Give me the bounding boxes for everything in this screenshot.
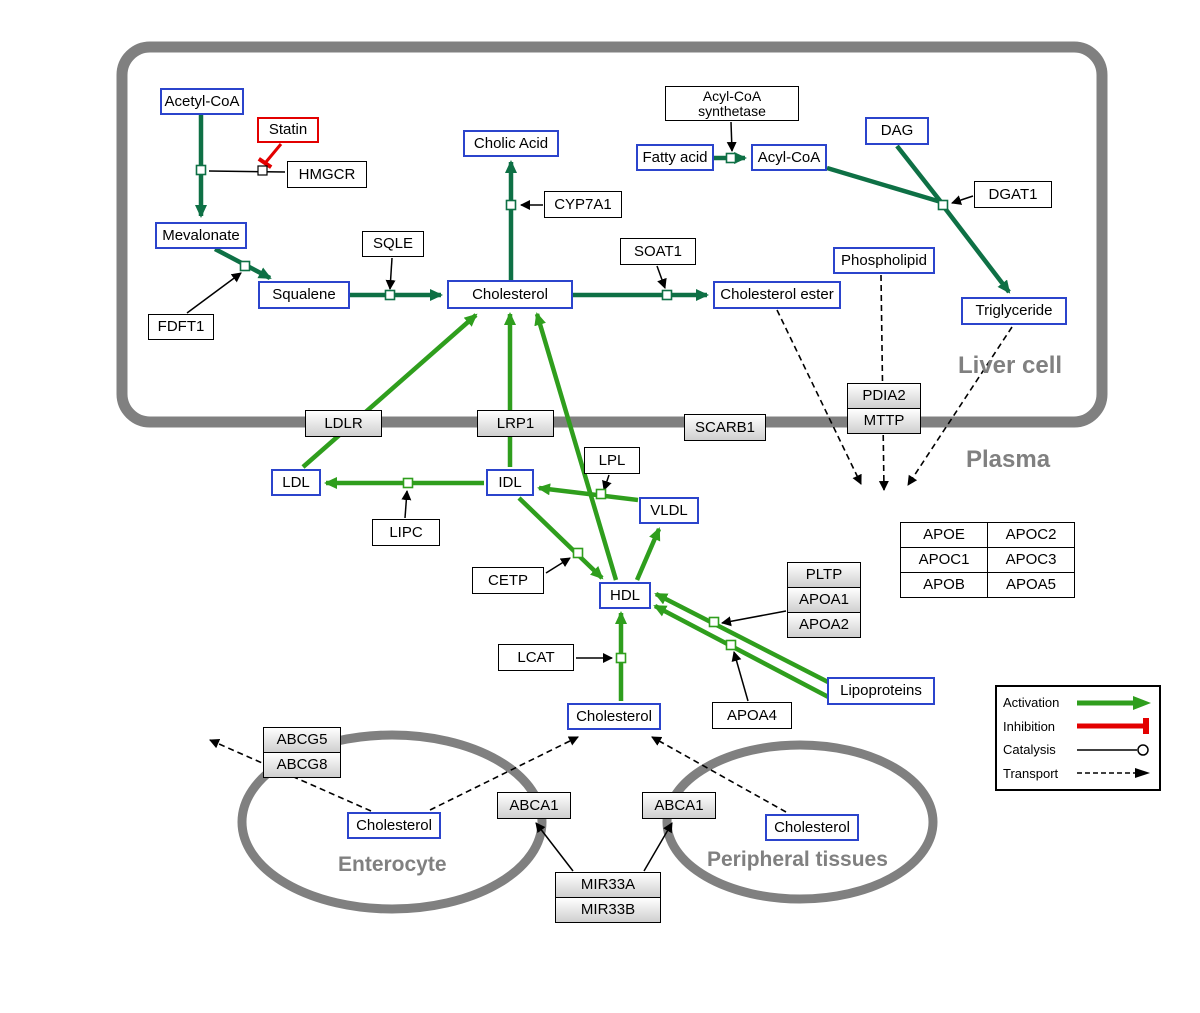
node-abca1-enterocyte[interactable]: ABCA1 <box>497 792 571 819</box>
legend: Activation Inhibition Catalysis Transpor… <box>995 685 1161 791</box>
label-peripheral-tissues: Peripheral tissues <box>707 848 888 871</box>
label-liver-cell: Liver cell <box>958 352 1063 379</box>
node-acetyl-coa[interactable]: Acetyl-CoA <box>160 88 244 115</box>
legend-activation-label: Activation <box>1003 695 1060 711</box>
node-cholesterol-peripheral[interactable]: Cholesterol <box>765 814 859 841</box>
node-lcat[interactable]: LCAT <box>498 644 574 671</box>
node-fatty-acid[interactable]: Fatty acid <box>636 144 714 171</box>
node-apoc1[interactable]: APOC1 <box>900 547 988 573</box>
legend-inhibition-label: Inhibition <box>1003 718 1056 734</box>
node-mir33a[interactable]: MIR33A <box>555 872 661 898</box>
node-hmgcr[interactable]: HMGCR <box>287 161 367 188</box>
legend-row-activation: Activation <box>1003 692 1153 714</box>
catalysis-circle-icon <box>1077 744 1149 756</box>
node-apob[interactable]: APOB <box>900 572 988 598</box>
node-hdl[interactable]: HDL <box>599 582 651 609</box>
node-abcg5[interactable]: ABCG5 <box>263 727 341 753</box>
node-scarb1[interactable]: SCARB1 <box>684 414 766 441</box>
node-ldlr[interactable]: LDLR <box>305 410 382 437</box>
transport-dashed-arrow-icon <box>1077 768 1150 779</box>
legend-row-inhibition: Inhibition <box>1003 715 1153 737</box>
node-apoa5[interactable]: APOA5 <box>987 572 1075 598</box>
node-cholesterol-plasma[interactable]: Cholesterol <box>567 703 661 730</box>
node-lrp1[interactable]: LRP1 <box>477 410 554 437</box>
node-cyp7a1[interactable]: CYP7A1 <box>544 191 622 218</box>
label-enterocyte: Enterocyte <box>338 853 447 876</box>
node-lipc[interactable]: LIPC <box>372 519 440 546</box>
legend-transport-label: Transport <box>1003 765 1059 781</box>
node-sqle[interactable]: SQLE <box>362 231 424 257</box>
node-abcg8[interactable]: ABCG8 <box>263 752 341 778</box>
node-dgat1[interactable]: DGAT1 <box>974 181 1052 208</box>
node-triglyceride[interactable]: Triglyceride <box>961 297 1067 325</box>
label-plasma: Plasma <box>966 446 1051 473</box>
node-idl[interactable]: IDL <box>486 469 534 496</box>
legend-catalysis-label: Catalysis <box>1003 742 1056 758</box>
node-apoa1[interactable]: APOA1 <box>787 587 861 613</box>
node-mttp[interactable]: MTTP <box>847 408 921 434</box>
reaction-nodes-dark <box>195 152 949 301</box>
node-mevalonate[interactable]: Mevalonate <box>155 222 247 249</box>
node-mir33b[interactable]: MIR33B <box>555 897 661 923</box>
node-apoa2[interactable]: APOA2 <box>787 612 861 638</box>
catalysis-edges <box>186 121 974 872</box>
node-acyl-coa-synthetase[interactable]: Acyl-CoA synthetase <box>665 86 799 121</box>
node-soat1[interactable]: SOAT1 <box>620 238 696 265</box>
node-lpl[interactable]: LPL <box>584 447 640 474</box>
node-cholic-acid[interactable]: Cholic Acid <box>463 130 559 157</box>
node-cetp[interactable]: CETP <box>472 567 544 594</box>
node-acyl-coa-2[interactable]: Acyl-CoA <box>751 144 827 171</box>
legend-row-transport: Transport <box>1003 762 1153 784</box>
inhibition-tbar-icon <box>1077 718 1149 735</box>
reaction-nodes-bright <box>402 477 737 664</box>
node-statin[interactable]: Statin <box>257 117 319 143</box>
node-fdft1[interactable]: FDFT1 <box>148 314 214 340</box>
acyl-coa-synthetase-line2: synthetase <box>698 102 766 119</box>
node-apoc2[interactable]: APOC2 <box>987 522 1075 548</box>
node-squalene[interactable]: Squalene <box>258 281 350 309</box>
node-cholesterol-ester[interactable]: Cholesterol ester <box>713 281 841 309</box>
catalysis-anchor <box>257 165 268 176</box>
node-ldl[interactable]: LDL <box>271 469 321 496</box>
node-pltp[interactable]: PLTP <box>787 562 861 588</box>
node-cholesterol-enterocyte[interactable]: Cholesterol <box>347 812 441 839</box>
node-cholesterol-liver[interactable]: Cholesterol <box>447 280 573 309</box>
transport-edges <box>209 274 1013 813</box>
node-apoa4[interactable]: APOA4 <box>712 702 792 729</box>
node-apoe[interactable]: APOE <box>900 522 988 548</box>
inhibition-edge-statin <box>257 143 283 169</box>
node-pdia2[interactable]: PDIA2 <box>847 383 921 409</box>
acyl-coa-synthetase-line1: Acyl-CoA <box>702 87 762 104</box>
node-vldl[interactable]: VLDL <box>639 497 699 524</box>
node-phospholipid[interactable]: Phospholipid <box>833 247 935 274</box>
activation-arrow-icon <box>1077 695 1151 710</box>
node-apoc3[interactable]: APOC3 <box>987 547 1075 573</box>
flow-edges-plasma <box>301 312 838 703</box>
peripheral-tissues-membrane <box>662 740 938 904</box>
liver-cell-membrane <box>116 41 1108 428</box>
node-abca1-peripheral[interactable]: ABCA1 <box>642 792 716 819</box>
node-dag[interactable]: DAG <box>865 117 929 145</box>
legend-row-catalysis: Catalysis <box>1003 739 1153 761</box>
node-lipoproteins[interactable]: Lipoproteins <box>827 677 935 705</box>
enterocyte-membrane <box>237 730 547 914</box>
